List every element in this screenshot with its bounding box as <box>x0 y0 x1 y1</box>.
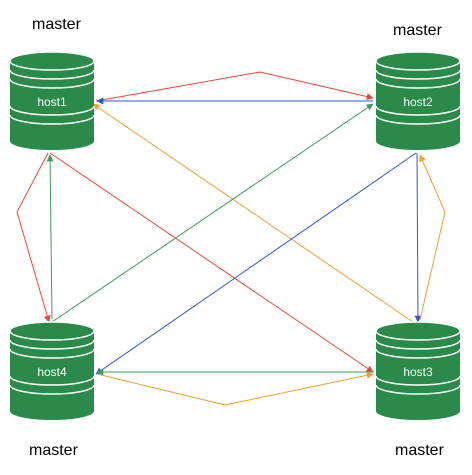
edge-host4-host1-arrow <box>46 154 54 320</box>
host4-role-label: master <box>29 442 78 459</box>
host3-role-label: master <box>395 442 444 459</box>
host4-name-label: host4 <box>37 365 67 379</box>
host2-name-label: host2 <box>403 95 433 109</box>
edge-host4-host3-arrow <box>96 371 374 406</box>
edge-host3-host2-arrow <box>419 154 446 321</box>
host3-database-icon <box>375 321 461 420</box>
nodes-layer <box>9 51 461 420</box>
edge-host3-host1-arrow <box>92 103 414 323</box>
edges-layer <box>16 71 446 406</box>
host3-name-label: host3 <box>403 365 433 379</box>
host2-role-label: master <box>393 22 442 39</box>
edge-host1-host4-arrow <box>16 152 51 323</box>
host1-role-label: master <box>32 16 81 33</box>
edge-host2-host4-arrow <box>95 152 417 375</box>
edge-host1-host2-arrow <box>95 71 374 102</box>
edge-host4-host2-arrow <box>51 103 374 323</box>
host4-database-icon <box>9 321 95 420</box>
host1-name-label: host1 <box>37 95 67 109</box>
host1-database-icon <box>9 51 95 150</box>
edge-host2-host3-arrow <box>414 152 422 323</box>
edge-host1-host3-arrow <box>49 152 374 373</box>
host2-database-icon <box>375 51 461 150</box>
